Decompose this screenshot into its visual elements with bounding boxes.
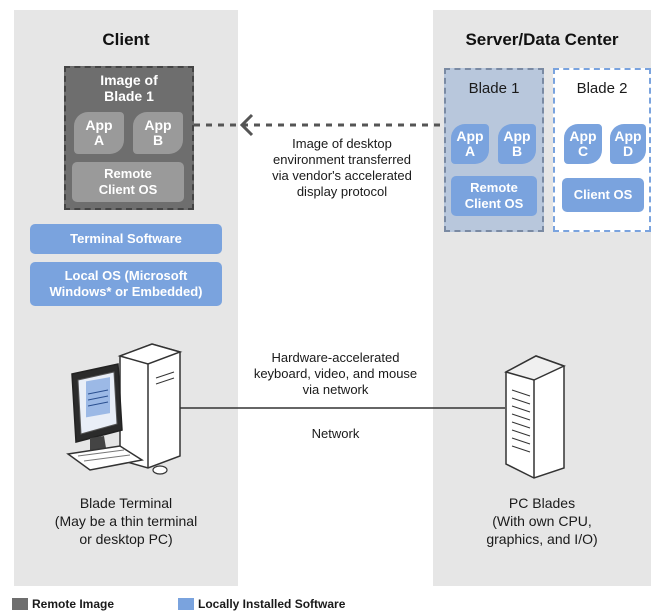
legend-local-swatch <box>178 598 194 610</box>
network-description: Hardware-accelerated keyboard, video, an… <box>253 350 418 397</box>
blade1-title: Blade 1 <box>468 80 520 97</box>
client-app-a: App A <box>74 112 124 154</box>
transfer-arrow-head <box>239 113 254 137</box>
blade1-app-a: App A <box>451 124 489 164</box>
client-app-b: App B <box>133 112 183 154</box>
network-word: Network <box>311 426 360 441</box>
blade2-app-c: App C <box>564 124 602 164</box>
client-image-title: Image of Blade 1 <box>100 72 158 104</box>
blade1-app-b: App B <box>498 124 536 164</box>
legend-remote-swatch <box>12 598 28 610</box>
legend-remote-label: Remote Image <box>32 597 115 611</box>
terminal-software-box: Terminal Software <box>30 224 222 254</box>
server-tower-icon <box>504 355 566 479</box>
client-title: Client <box>102 30 150 49</box>
local-os-box: Local OS (Microsoft Windows* or Embedded… <box>30 262 222 306</box>
desktop-computer-icon <box>66 343 183 475</box>
blade2-app-d: App D <box>610 124 646 164</box>
legend-local-label: Locally Installed Software <box>198 597 346 611</box>
client-remote-os: Remote Client OS <box>72 162 184 202</box>
transfer-label: Image of desktop environment transferred… <box>272 136 412 199</box>
server-device-caption: PC Blades (With own CPU, graphics, and I… <box>486 495 598 547</box>
blade1-remote-os: Remote Client OS <box>451 176 537 216</box>
blade2-title: Blade 2 <box>576 80 628 97</box>
blade2-client-os: Client OS <box>562 178 644 212</box>
client-device-caption: Blade Terminal (May be a thin terminal o… <box>54 495 198 547</box>
server-title: Server/Data Center <box>465 30 619 49</box>
